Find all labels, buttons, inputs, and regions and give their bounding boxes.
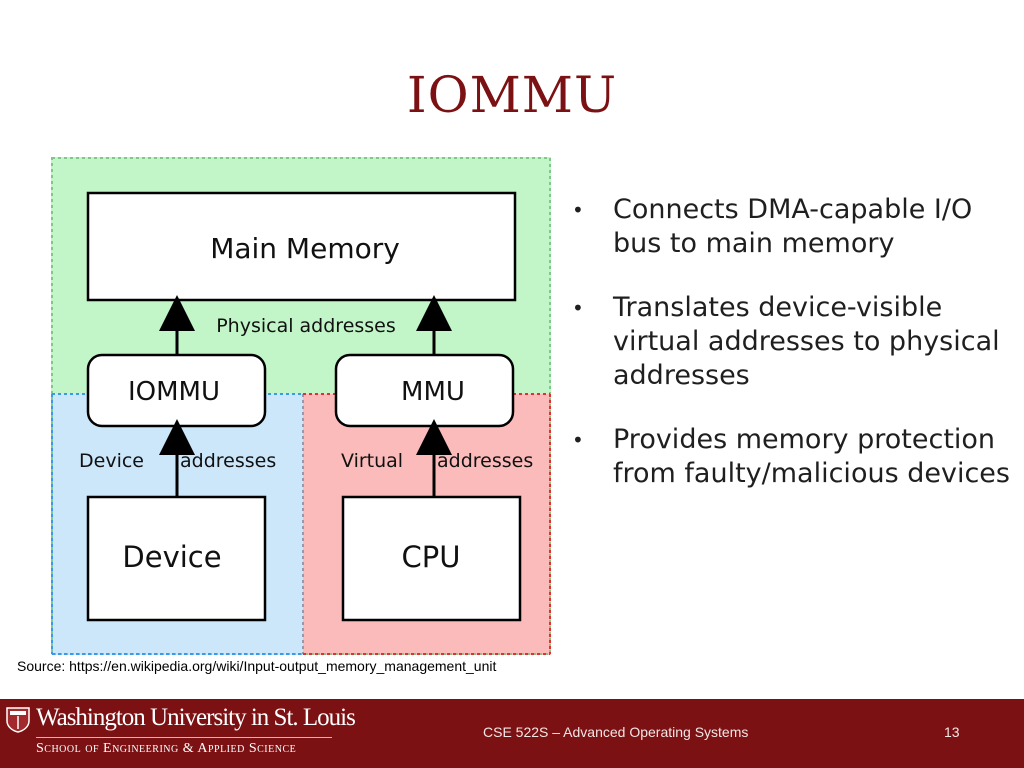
bullet-text: Provides memory protection from faulty/m… <box>613 424 1010 489</box>
source-citation: Source: https://en.wikipedia.org/wiki/In… <box>17 658 497 674</box>
school-name: School of Engineering & Applied Science <box>36 741 297 756</box>
bullet-item: • Connects DMA-capable I/O bus to main me… <box>570 193 1010 261</box>
iommu-label: IOMMU <box>128 377 220 407</box>
bullet-dot-icon: • <box>572 296 584 320</box>
bullet-item: • Translates device-visible virtual addre… <box>570 291 1010 393</box>
bullet-text: Connects DMA-capable I/O bus to main mem… <box>613 194 973 259</box>
bullet-dot-icon: • <box>572 428 584 452</box>
university-name: Washington University in St. Louis <box>36 704 356 731</box>
slide-title: IOMMU <box>406 66 618 124</box>
bullet-dot-icon: • <box>572 198 584 222</box>
virtual-addresses-label-left: Virtual <box>341 450 403 472</box>
page-number: 13 <box>944 724 960 740</box>
mmu-label: MMU <box>401 377 465 407</box>
device-label: Device <box>122 540 221 574</box>
cpu-label: CPU <box>402 540 461 574</box>
logo-divider <box>36 737 332 738</box>
device-addresses-label-right: addresses <box>180 450 276 472</box>
main-memory-label: Main Memory <box>210 232 400 265</box>
university-seal-icon <box>6 707 30 733</box>
virtual-addresses-label-right: addresses <box>437 450 533 472</box>
device-box <box>86 495 267 622</box>
course-title: CSE 522S – Advanced Operating Systems <box>483 724 749 740</box>
physical-addresses-label: Physical addresses <box>216 315 396 337</box>
cpu-box <box>341 495 522 622</box>
main-memory-box <box>86 191 517 302</box>
bullet-list: • Connects DMA-capable I/O bus to main me… <box>570 193 1010 521</box>
device-addresses-label-left: Device <box>79 450 144 472</box>
bullet-item: • Provides memory protection from faulty/… <box>570 423 1010 491</box>
footer-bar: Washington University in St. Louis Schoo… <box>0 699 1024 768</box>
iommu-diagram: Main Memory Physical addresses IOMMU MMU… <box>51 157 551 655</box>
bullet-text: Translates device-visible virtual addres… <box>613 292 1000 391</box>
